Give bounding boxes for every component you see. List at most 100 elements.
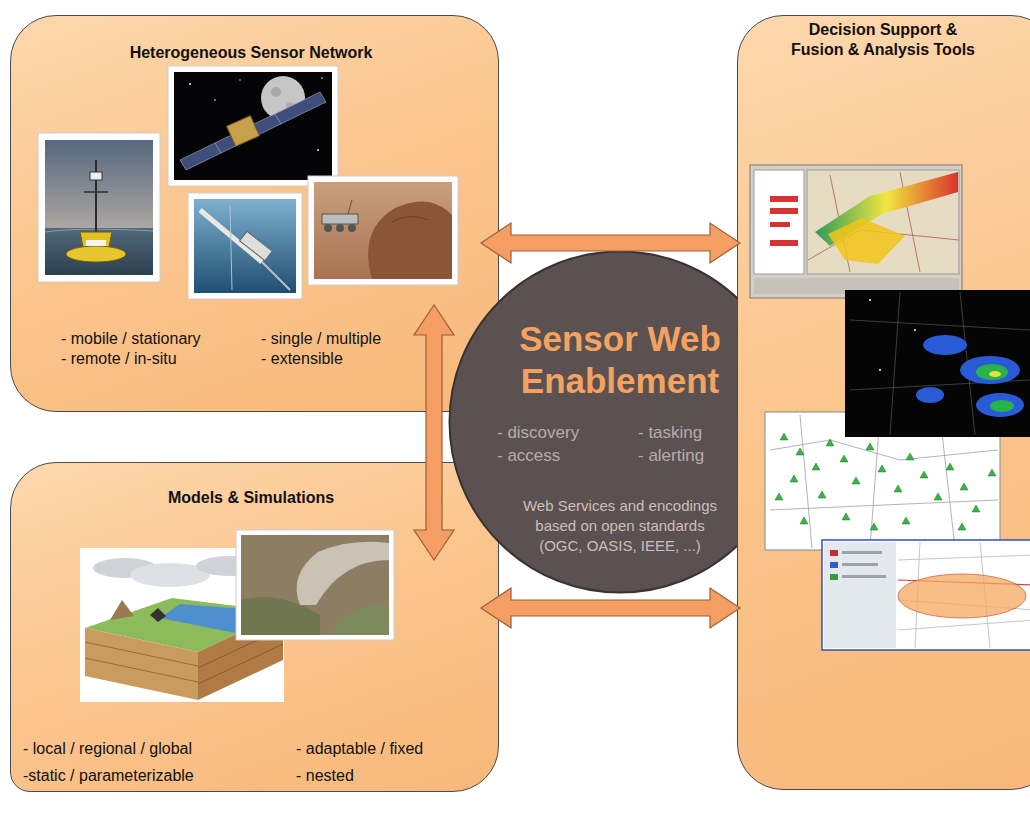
hub-title: Sensor Web Enablement — [470, 318, 770, 402]
plume-software-screenshot-part — [807, 170, 959, 274]
buoy-photo-part — [45, 228, 153, 275]
smoke-photo-part — [241, 597, 320, 635]
hazard-map-screenshot-part — [842, 551, 882, 554]
radar-screenshot-part — [976, 364, 1008, 380]
sensor-map-part — [775, 433, 996, 530]
earth-system-diagram-part — [130, 563, 210, 587]
hazard-map-screenshot — [822, 540, 1030, 650]
radar-screenshot-part — [923, 335, 967, 355]
satellite-photo-part — [286, 102, 294, 110]
sensor-network-panel: Heterogeneous Sensor Network- mobile / s… — [10, 15, 499, 412]
hub-note-slot: Web Services and encodings based on open… — [515, 496, 725, 556]
buoy-photo-part — [45, 140, 153, 275]
buoy-photo-part — [45, 229, 153, 232]
plume-software-screenshot — [750, 165, 962, 298]
hazard-map-screenshot-part — [842, 563, 878, 566]
satellite-photo-part — [214, 99, 216, 101]
earth-system-diagram-part — [150, 608, 166, 622]
panel-heading-slot: Decision Support & Fusion & Analysis Too… — [788, 20, 978, 60]
earth-system-diagram-part — [198, 612, 283, 700]
underwater-photo-part — [262, 262, 290, 290]
satellite-photo-part — [275, 114, 281, 124]
satellite-photo-part — [189, 83, 191, 85]
smoke-photo-part — [236, 530, 394, 640]
hazard-map-screenshot-part — [898, 542, 1030, 648]
satellite-photo — [168, 66, 338, 186]
earth-system-diagram — [80, 548, 284, 702]
feature-item-slot: -static / parameterizable — [23, 766, 194, 786]
decision-support-panel: Decision Support & Fusion & Analysis Too… — [737, 15, 1030, 790]
hazard-map-screenshot-part — [822, 540, 1030, 650]
earth-system-diagram-part — [85, 642, 198, 682]
feature-item-slot: - single / multiple — [261, 329, 381, 349]
buoy-photo-part — [90, 172, 102, 180]
earth-system-diagram-part — [85, 598, 283, 652]
hub-function-slot: - discovery — [497, 422, 579, 444]
hub-note: Web Services and encodings based on open… — [515, 496, 725, 556]
underwater-photo-part — [230, 205, 232, 290]
double-arrow — [481, 588, 740, 628]
buoy-photo-part — [38, 133, 160, 282]
feature-item: - adaptable / fixed — [296, 739, 423, 759]
buoy-photo-part — [95, 160, 97, 232]
earth-system-diagram-part — [198, 628, 283, 684]
feature-item: - remote / in-situ — [61, 349, 177, 369]
buoy-photo — [38, 133, 160, 282]
earth-system-diagram-part — [80, 548, 284, 702]
mars-rover-photo-part — [308, 176, 458, 285]
hazard-map-screenshot-part — [830, 574, 838, 580]
double-arrow — [414, 305, 454, 560]
mars-rover-photo-part — [314, 182, 452, 279]
hub-function-slot: - access — [497, 445, 560, 467]
hub-function-slot: - tasking — [638, 422, 702, 444]
satellite-photo-part — [271, 87, 281, 97]
satellite-photo-part — [168, 66, 338, 186]
plume-software-screenshot-part — [754, 170, 804, 274]
panel-heading: Decision Support & Fusion & Analysis Too… — [788, 20, 978, 60]
feature-item-slot: - local / regional / global — [23, 739, 192, 759]
smoke-photo-part — [241, 535, 389, 635]
earth-system-diagram-part — [93, 558, 157, 578]
underwater-photo-part — [194, 199, 296, 293]
hazard-map-screenshot-part — [842, 575, 886, 578]
earth-system-diagram-part — [196, 556, 264, 576]
feature-item-slot: - remote / in-situ — [61, 349, 177, 369]
feature-item-slot: - adaptable / fixed — [296, 739, 423, 759]
radar-screenshot-part — [976, 393, 1024, 417]
feature-item: - extensible — [261, 349, 343, 369]
mars-rover-photo-part — [336, 224, 344, 232]
plume-software-screenshot-part — [808, 172, 959, 272]
mars-rover-photo-part — [392, 216, 428, 222]
buoy-photo-part — [84, 191, 108, 193]
radar-screenshot-part — [916, 387, 944, 403]
satellite-photo-part — [215, 143, 221, 153]
radar-screenshot-part — [850, 292, 1030, 435]
underwater-photo — [188, 193, 302, 299]
sensor-map — [765, 412, 1000, 550]
satellite-photo-part — [180, 92, 326, 170]
buoy-photo-part — [86, 240, 106, 246]
hazard-map-screenshot-part — [898, 580, 1030, 585]
hub-function: - discovery — [497, 422, 579, 444]
radar-screenshot-part — [960, 356, 1020, 384]
mars-rover-photo-part — [322, 214, 358, 224]
satellite-photo-part — [321, 77, 323, 79]
feature-item-slot: - mobile / stationary — [61, 329, 201, 349]
sensor-map-part — [765, 412, 1000, 550]
feature-item-slot: - extensible — [261, 349, 343, 369]
radar-screenshot — [845, 290, 1030, 437]
smoke-photo-part — [330, 604, 389, 635]
underwater-photo-part — [200, 210, 262, 262]
panel-heading: Models & Simulations — [11, 488, 491, 508]
satellite-photo-part — [174, 72, 332, 180]
hub-title-slot: Sensor Web Enablement — [470, 318, 770, 402]
plume-software-screenshot-part — [815, 172, 958, 246]
radar-screenshot-part — [989, 371, 1001, 377]
radar-screenshot-part — [869, 299, 871, 301]
double-arrow — [481, 223, 740, 263]
feature-item: - nested — [296, 766, 354, 786]
hub-function: - alerting — [638, 445, 704, 467]
earth-system-diagram-part — [110, 600, 134, 620]
